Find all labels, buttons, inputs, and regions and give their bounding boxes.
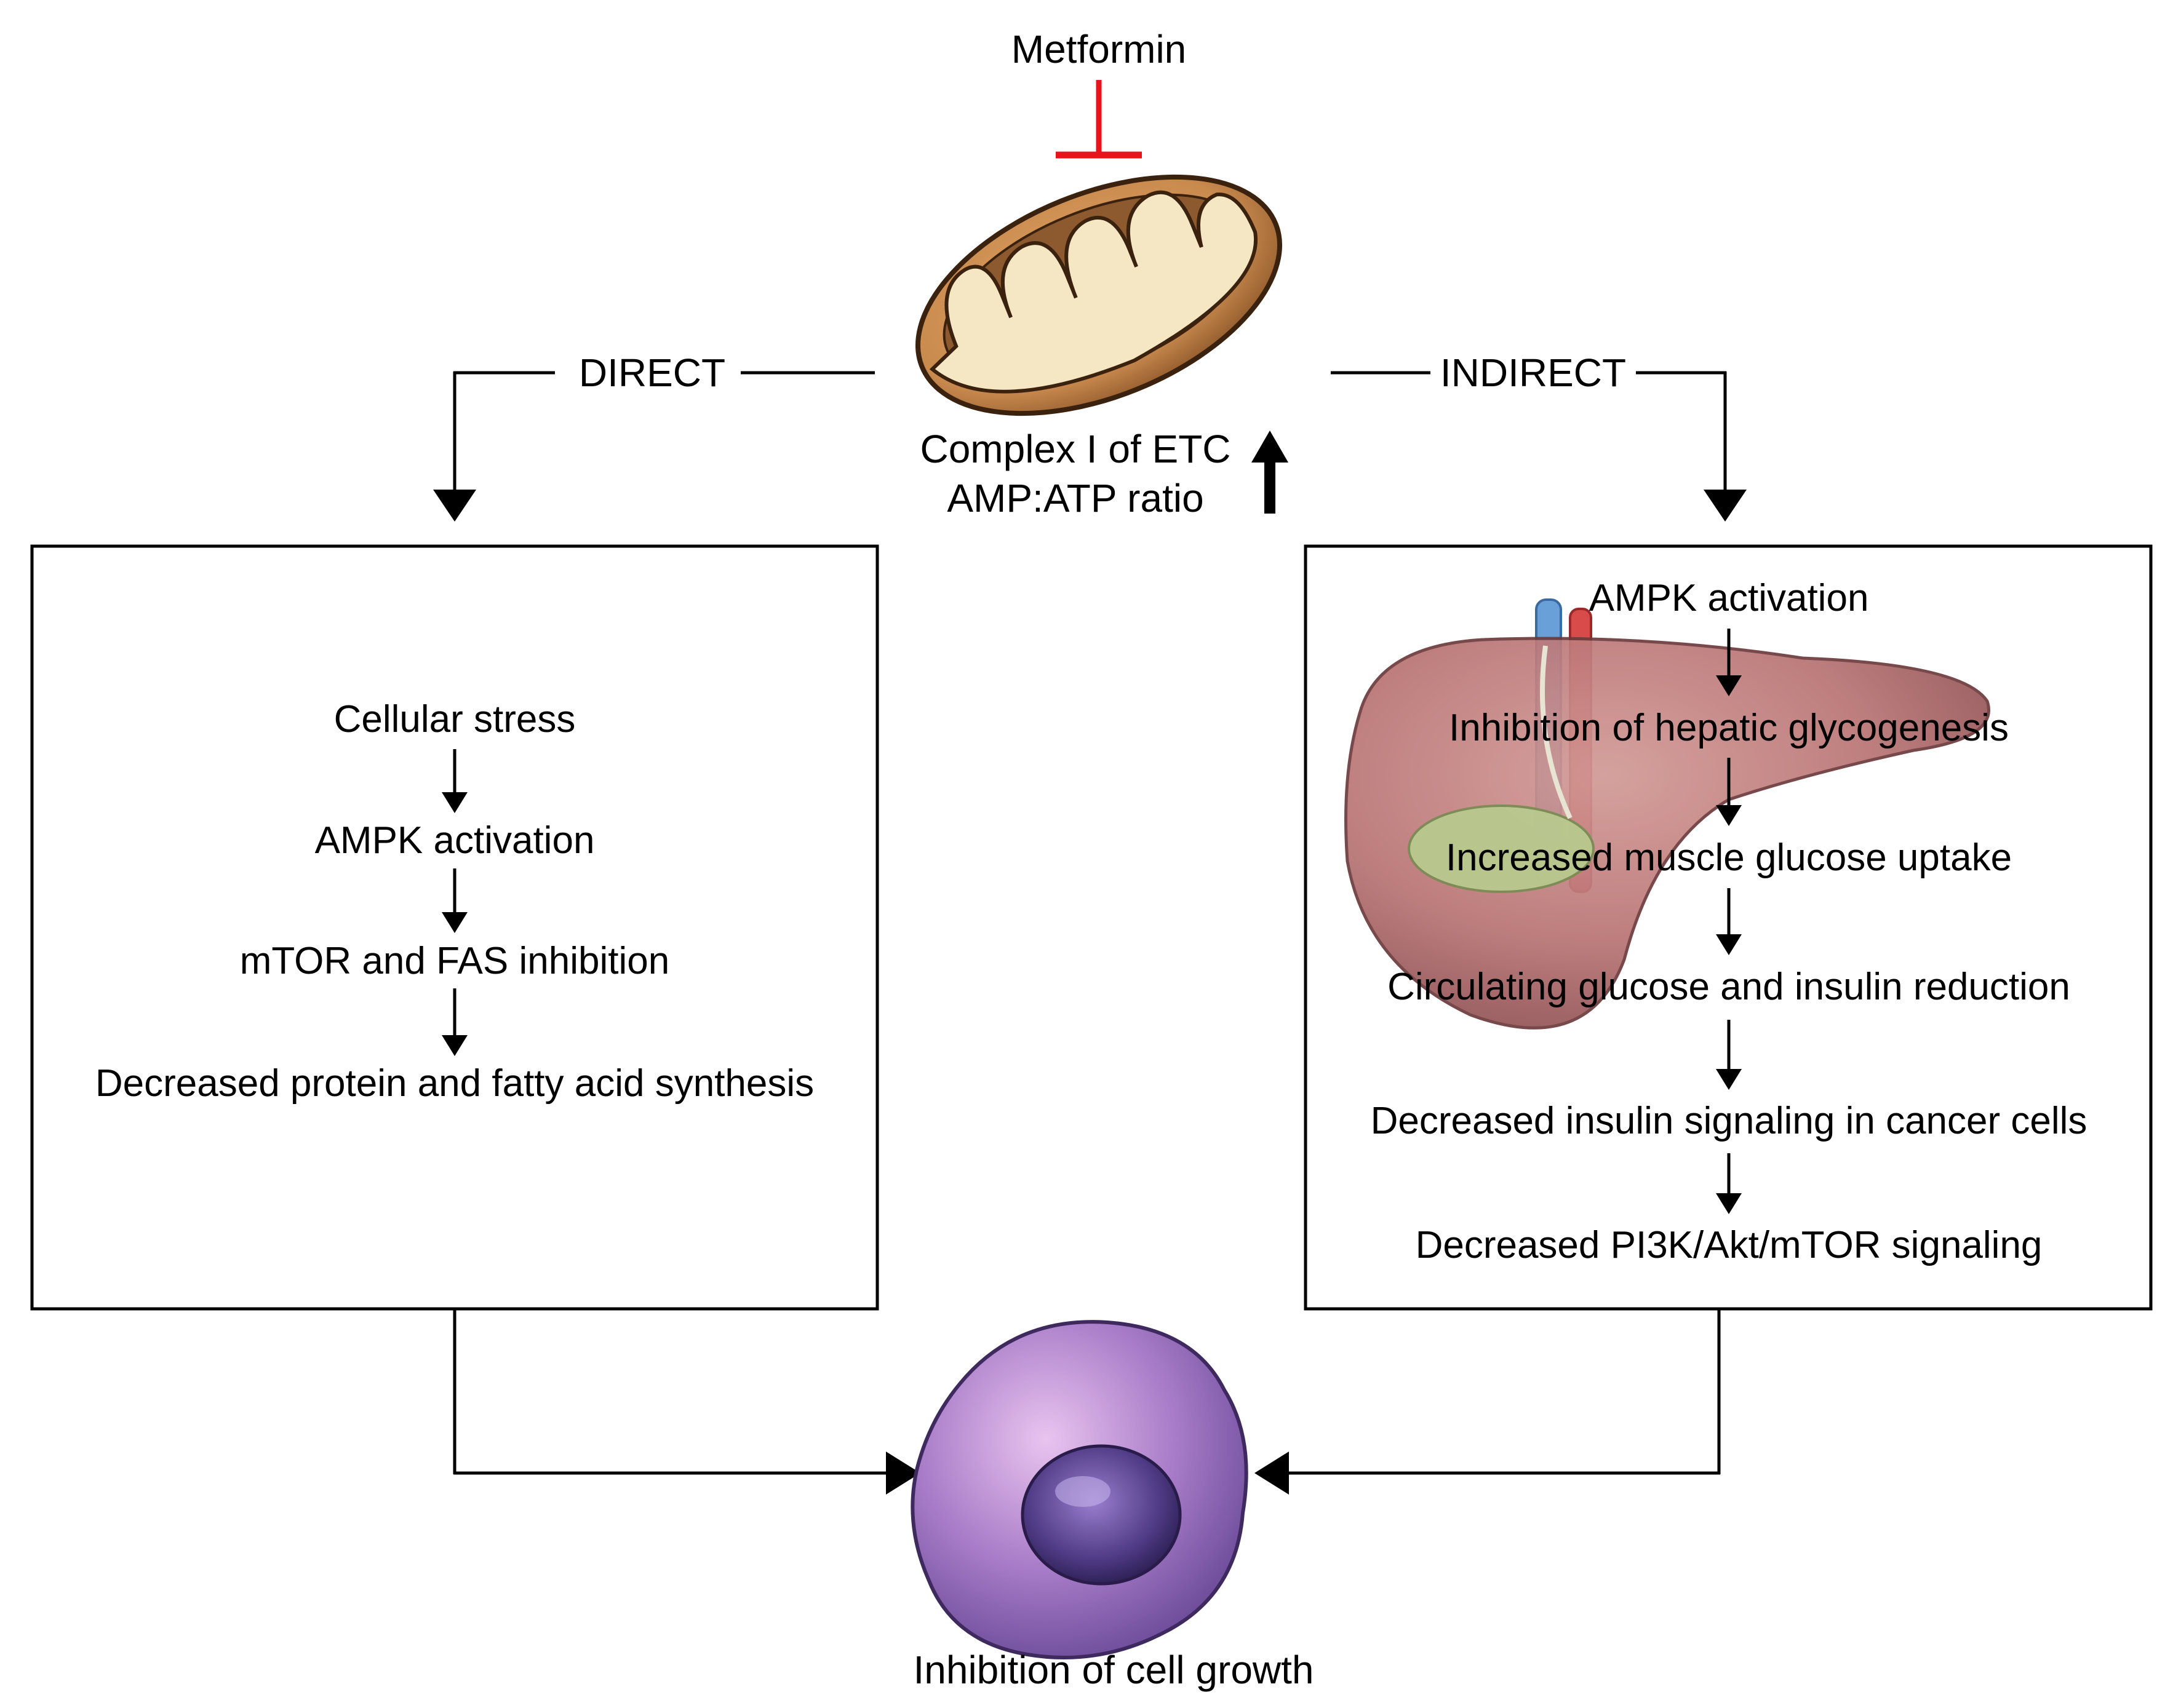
step-arrow — [1716, 888, 1742, 955]
direct-step-2: AMPK activation — [315, 819, 595, 862]
outcome-label: Inhibition of cell growth — [913, 1648, 1314, 1692]
mitochondrion-icon — [915, 174, 1282, 416]
indirect-step-4: Circulating glucose and insulin reductio… — [1387, 966, 2070, 1008]
step-arrow — [1716, 1020, 1742, 1090]
step-arrow — [1716, 758, 1742, 826]
direct-to-cell-connector — [453, 1309, 920, 1495]
step-arrow — [442, 749, 468, 813]
direct-step-1: Cellular stress — [334, 698, 576, 741]
indirect-connector — [1331, 371, 1747, 522]
up-arrow-icon — [1251, 431, 1288, 514]
metformin-label: Metformin — [1011, 27, 1187, 71]
step-arrow — [1716, 629, 1742, 696]
direct-connector — [433, 371, 875, 522]
direct-label: DIRECT — [579, 351, 725, 395]
inhibition-icon — [1056, 80, 1142, 159]
indirect-steps: AMPK activation Inhibition of hepatic gl… — [1371, 577, 2087, 1266]
indirect-step-6: Decreased PI3K/Akt/mTOR signaling — [1416, 1224, 2043, 1266]
indirect-step-1: AMPK activation — [1589, 577, 1869, 619]
direct-steps: Cellular stress AMPK activation mTOR and… — [95, 698, 814, 1105]
cancer-cell-icon — [911, 1320, 1248, 1659]
step-arrow — [442, 988, 468, 1056]
step-arrow — [1716, 1153, 1742, 1214]
indirect-step-5: Decreased insulin signaling in cancer ce… — [1371, 1100, 2087, 1142]
direct-step-3: mTOR and FAS inhibition — [240, 940, 669, 982]
indirect-to-cell-connector — [1254, 1309, 1721, 1495]
indirect-step-3: Increased muscle glucose uptake — [1446, 836, 2012, 879]
amp-atp-ratio-label: AMP:ATP ratio — [947, 476, 1203, 520]
liver-icon — [1344, 598, 1990, 1030]
indirect-label: INDIRECT — [1440, 351, 1626, 395]
direct-step-4: Decreased protein and fatty acid synthes… — [95, 1062, 814, 1105]
step-arrow — [442, 868, 468, 933]
complex-i-label: Complex I of ETC — [920, 427, 1230, 471]
indirect-step-2: Inhibition of hepatic glycogenesis — [1449, 707, 2009, 749]
